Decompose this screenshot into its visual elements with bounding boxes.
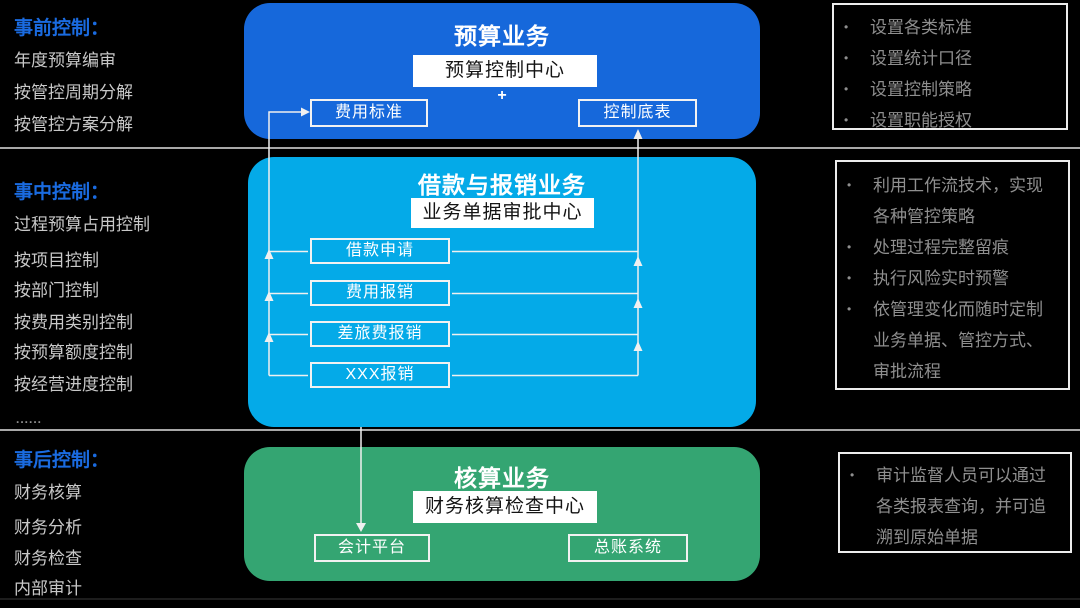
xxx-reimbursement-box: XXX报销 (310, 362, 450, 388)
phase-during-item: 按项目控制 (14, 251, 99, 270)
panel-accounting-business: 核算业务 财务核算检查中心 会计平台 总账系统 (244, 447, 760, 581)
panel-budget-business: 预算业务 预算控制中心 + 费用标准 控制底表 (244, 3, 760, 139)
separator-bottom (0, 598, 1080, 600)
phase-pre-item: 按管控方案分解 (14, 115, 133, 134)
bullet-icon: • (850, 468, 855, 482)
accounting-platform-box: 会计平台 (314, 534, 430, 562)
phase-post-item: 财务检查 (14, 549, 82, 568)
separator-middle (0, 429, 1080, 431)
bullet-icon: • (844, 20, 849, 34)
phase-during-item: 按经营进度控制 (14, 375, 133, 394)
phase-post-item: 内部审计 (14, 579, 82, 598)
panel-accounting-title: 核算业务 (454, 465, 550, 491)
note-item: •利用工作流技术，实现各种管控策略 (837, 170, 1068, 232)
plus-sign: + (497, 87, 507, 104)
note-box-budget: •设置各类标准 •设置统计口径 •设置控制策略 •设置职能授权 (832, 3, 1068, 130)
note-item: •处理过程完整留痕 (837, 232, 1068, 263)
bullet-icon: • (844, 51, 849, 65)
bullet-icon: • (847, 178, 852, 192)
bullet-icon: • (847, 240, 852, 254)
loan-request-box: 借款申请 (310, 238, 450, 264)
note-item: •执行风险实时预警 (837, 263, 1068, 294)
travel-reimbursement-box: 差旅费报销 (310, 321, 450, 347)
note-item: •设置各类标准 (834, 12, 1066, 43)
note-item: •设置控制策略 (834, 74, 1066, 105)
phase-post-item: 财务核算 (14, 483, 82, 502)
accounting-check-center-box: 财务核算检查中心 (413, 491, 597, 523)
separator-top (0, 147, 1080, 149)
phase-during-item: 过程预算占用控制 (14, 215, 150, 234)
phase-header-during: 事中控制： (14, 182, 110, 203)
phase-pre-item: 年度预算编审 (14, 51, 116, 70)
control-base-table-box: 控制底表 (578, 99, 697, 127)
note-item: •审计监督人员可以通过各类报表查询，并可追溯到原始单据 (840, 460, 1070, 553)
phase-during-item: 按预算额度控制 (14, 343, 133, 362)
phase-during-ellipsis: ...... (16, 412, 43, 426)
expense-standard-box: 费用标准 (310, 99, 428, 127)
general-ledger-box: 总账系统 (568, 534, 688, 562)
bullet-icon: • (844, 82, 849, 96)
panel-loan-reimbursement: 借款与报销业务 业务单据审批中心 借款申请 费用报销 差旅费报销 XXX报销 (248, 157, 756, 427)
expense-reimbursement-box: 费用报销 (310, 280, 450, 306)
panel-expense-title: 借款与报销业务 (418, 172, 586, 198)
bullet-icon: • (847, 271, 852, 285)
note-item: •依管理变化而随时定制业务单据、管控方式、审批流程 (837, 294, 1068, 387)
note-box-expense: •利用工作流技术，实现各种管控策略 •处理过程完整留痕 •执行风险实时预警 •依… (835, 160, 1070, 390)
document-approval-center-box: 业务单据审批中心 (411, 198, 594, 228)
phase-header-pre: 事前控制： (14, 18, 110, 39)
phase-during-item: 按费用类别控制 (14, 313, 133, 332)
budget-control-center-box: 预算控制中心 (413, 55, 597, 87)
phase-pre-item: 按管控周期分解 (14, 83, 133, 102)
bullet-icon: • (847, 302, 852, 316)
phase-post-item: 财务分析 (14, 518, 82, 537)
panel-budget-title: 预算业务 (454, 23, 550, 49)
note-item: •设置统计口径 (834, 43, 1066, 74)
phase-during-item: 按部门控制 (14, 281, 99, 300)
note-box-accounting: •审计监督人员可以通过各类报表查询，并可追溯到原始单据 (838, 452, 1072, 553)
note-item: •设置职能授权 (834, 105, 1066, 136)
bullet-icon: • (844, 113, 849, 127)
phase-header-post: 事后控制： (14, 450, 110, 471)
